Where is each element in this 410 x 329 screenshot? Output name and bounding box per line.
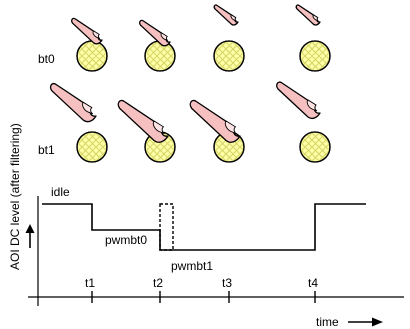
annotation-pwmbt1: pwmbt1 <box>171 259 213 273</box>
x-arrow-icon <box>348 317 383 327</box>
touch-button <box>76 131 108 163</box>
tick-label-t2: t2 <box>153 276 163 290</box>
y-axis-label: AOI DC level (after filtering) <box>8 123 22 270</box>
touch-button <box>76 40 108 72</box>
finger-icon <box>189 99 241 143</box>
finger-icon <box>49 82 97 123</box>
y-arrow-icon <box>25 224 35 248</box>
row-label-bt0: bt0 <box>38 52 55 66</box>
annotation-idle: idle <box>51 185 70 199</box>
touch-button <box>299 131 331 163</box>
tick-group: t1 t2 t3 t4 <box>85 276 318 303</box>
finger-icon <box>117 99 169 143</box>
row-label-bt1: bt1 <box>38 143 55 157</box>
tick-label-t3: t3 <box>222 276 232 290</box>
tick-label-t4: t4 <box>308 276 318 290</box>
finger-icon <box>295 4 321 26</box>
finger-group <box>49 4 321 143</box>
finger-icon <box>139 19 171 47</box>
finger-icon <box>213 4 239 26</box>
transition-dashed-box <box>159 203 174 251</box>
touch-button <box>299 40 331 72</box>
finger-icon <box>276 81 321 120</box>
touch-button <box>213 40 245 72</box>
finger-icon <box>71 17 103 45</box>
signal-line <box>42 203 366 251</box>
touch-button <box>144 40 176 72</box>
annotation-pwmbt0: pwmbt0 <box>105 233 147 247</box>
x-axis-label: time <box>316 315 339 329</box>
tick-label-t1: t1 <box>85 276 95 290</box>
